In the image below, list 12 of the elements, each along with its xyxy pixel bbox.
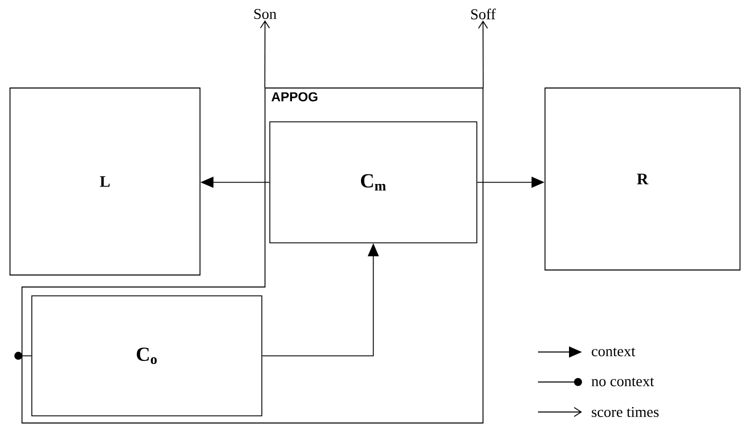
legend-text: context [592, 348, 636, 356]
process-box: C$_{o}$ [31, 295, 262, 416]
arrow [478, 20, 488, 88]
signal-label: Soff [471, 8, 496, 20]
signal-label: Son [254, 8, 276, 20]
arrow [14, 352, 32, 360]
legend-text: score times [592, 406, 659, 418]
arrow [260, 20, 270, 88]
legend-text: no context [592, 378, 654, 386]
process-box: C$_{m}$ [269, 121, 478, 244]
process-box: R [544, 88, 740, 270]
process-box: L [10, 88, 200, 276]
